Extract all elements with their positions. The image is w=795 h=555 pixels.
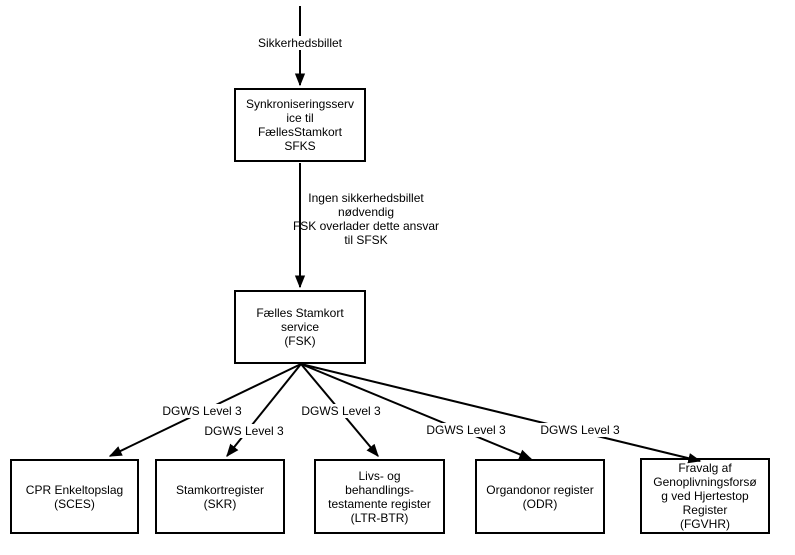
- node-fgvhr-label: Fravalg af Genoplivningsforsø g ved Hjer…: [653, 461, 757, 531]
- edge-label-ingen-sikkerhedsbillet: Ingen sikkerhedsbillet nødvendig FSK ove…: [292, 191, 440, 247]
- edge-label-dgws-level3-odr: DGWS Level 3: [425, 423, 507, 437]
- node-faelles-stamkort-service-fsk: Fælles Stamkort service (FSK): [234, 290, 366, 364]
- edge-label-dgws-level3-fgvhr: DGWS Level 3: [539, 423, 621, 437]
- node-livs-og-behandlingstestamente-register-ltr-btr: Livs- og behandlings- testamente registe…: [314, 459, 445, 534]
- node-cpr-enkeltopslag-sces: CPR Enkeltopslag (SCES): [10, 459, 139, 534]
- node-stamkortregister-skr: Stamkortregister (SKR): [155, 459, 285, 534]
- node-ltr-btr-label: Livs- og behandlings- testamente registe…: [328, 468, 431, 525]
- node-organdonor-register-odr: Organdonor register (ODR): [475, 459, 605, 534]
- node-sces-label: CPR Enkeltopslag (SCES): [25, 482, 124, 511]
- node-odr-label: Organdonor register (ODR): [486, 482, 594, 511]
- node-synkroniseringsservice-sfks: Synkroniseringsserv ice til FællesStamko…: [234, 88, 366, 162]
- node-fravalg-genoplivning-register-fgvhr: Fravalg af Genoplivningsforsø g ved Hjer…: [640, 458, 770, 534]
- node-fsk-label: Fælles Stamkort service (FSK): [256, 306, 344, 348]
- edge-label-dgws-level3-skr: DGWS Level 3: [203, 424, 285, 438]
- edge-label-sikkerhedsbillet: Sikkerhedsbillet: [250, 36, 350, 50]
- edge-label-dgws-level3-ltr-btr: DGWS Level 3: [300, 404, 382, 418]
- node-sfks-label: Synkroniseringsserv ice til FællesStamko…: [245, 97, 355, 153]
- edge-label-dgws-level3-sces: DGWS Level 3: [161, 404, 243, 418]
- node-skr-label: Stamkortregister (SKR): [175, 482, 265, 511]
